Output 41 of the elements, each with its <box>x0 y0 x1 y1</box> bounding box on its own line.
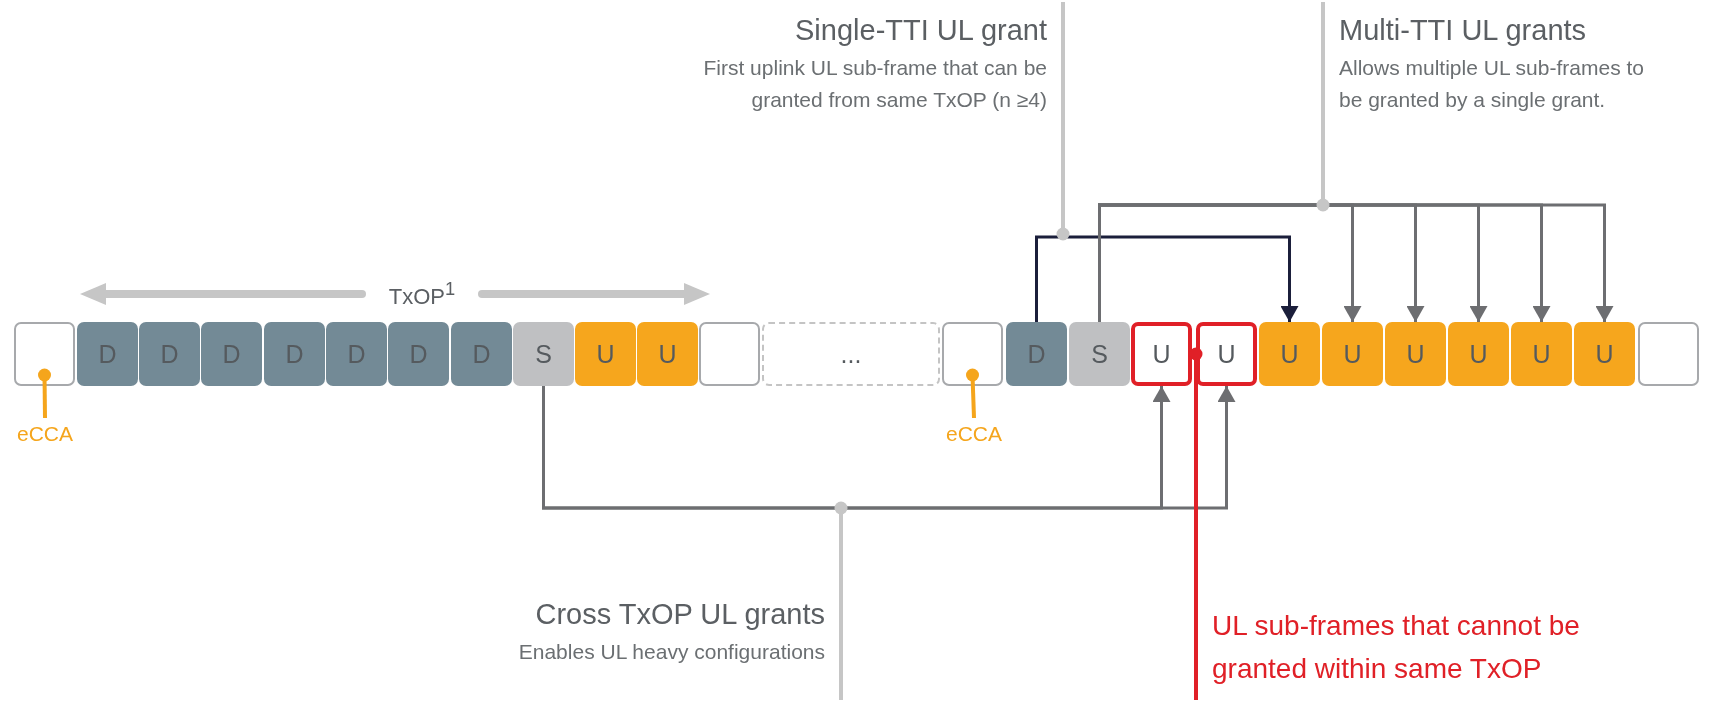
uplink-subframe: U <box>637 322 698 386</box>
downlink-subframe: D <box>264 322 325 386</box>
special-subframe: S <box>513 322 574 386</box>
empty-subframe <box>1638 322 1699 386</box>
duration-label: TxOP$^{1}$ <box>388 278 456 310</box>
arrow <box>1035 235 1299 322</box>
leader-line <box>38 368 51 419</box>
uplink-subframe: U <box>1448 322 1509 386</box>
uplink-subframe: U <box>1511 322 1572 386</box>
downlink-subframe: D <box>201 322 262 386</box>
downlink-subframe: D <box>139 322 200 386</box>
leader-line <box>1056 2 1070 241</box>
annotation-text: Enables UL heavy configurations <box>518 639 825 666</box>
omitted-subframes: ... <box>762 322 940 386</box>
annotation-text: Allows multiple UL sub-frames to be granted by a single grant. <box>1339 55 1645 113</box>
uplink-subframe: U <box>1385 322 1446 386</box>
uplink-subframe: U <box>1322 322 1383 386</box>
blocked-uplink-subframe: U <box>1131 322 1192 386</box>
uplink-subframe: U <box>1574 322 1635 386</box>
empty-subframe <box>699 322 760 386</box>
annotation-heading: Multi-TTI UL grants <box>1339 13 1587 48</box>
uplink-subframe: U <box>1259 322 1320 386</box>
blocked-uplink-subframe: U <box>1196 322 1257 386</box>
downlink-subframe: D <box>326 322 387 386</box>
annotation-text: First uplink UL sub-frame that can be granted from same TxOP (n ≥4) <box>702 55 1047 113</box>
leader-line <box>1316 2 1330 212</box>
downlink-subframe: D <box>451 322 512 386</box>
uplink-subframe: U <box>575 322 636 386</box>
downlink-subframe: D <box>77 322 138 386</box>
callout-label: eCCA <box>946 421 1002 447</box>
annotation-heading: Single-TTI UL grant <box>795 13 1047 48</box>
callout-label: eCCA <box>17 421 73 447</box>
special-subframe: S <box>1069 322 1130 386</box>
leader-line <box>834 501 848 700</box>
annotation-text: UL sub-frames that cannot be granted within same TxOP <box>1212 609 1581 687</box>
empty-subframe <box>14 322 75 386</box>
annotation-heading: Cross TxOP UL grants <box>535 597 825 632</box>
leader-line <box>966 368 979 419</box>
downlink-subframe: D <box>388 322 449 386</box>
empty-subframe <box>942 322 1003 386</box>
downlink-subframe: D <box>1006 322 1067 386</box>
